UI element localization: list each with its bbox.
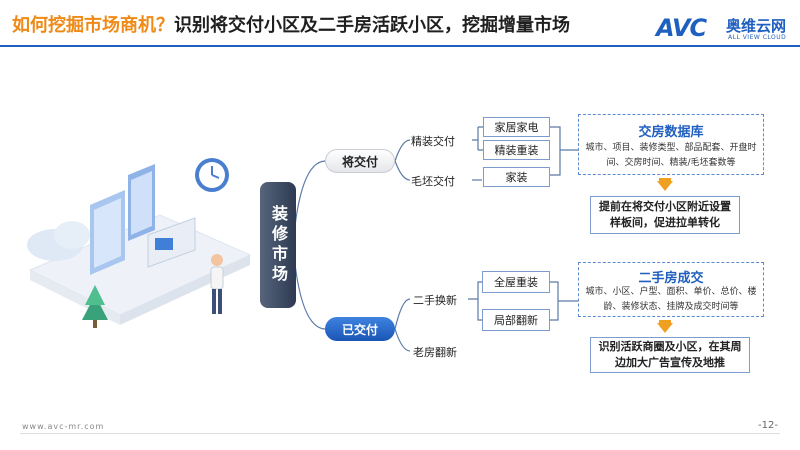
logo-english-name: ALL VIEW CLOUD <box>728 34 787 41</box>
sub-label: 毛坯交付 <box>411 175 455 188</box>
person-icon <box>210 254 224 314</box>
tree-icon <box>82 285 108 328</box>
tablet-icon <box>90 190 125 275</box>
phone-icon <box>128 164 155 241</box>
database-panel: 二手房成交 城市、小区、户型、面积、单价、总价、楼龄、装修状态、挂牌及成交时间等 <box>578 262 764 317</box>
logo-mark: AVC <box>656 14 707 42</box>
database-title: 交房数据库 <box>638 125 704 140</box>
database-title: 二手房成交 <box>638 271 704 286</box>
database-fields: 城市、项目、装修类型、部品配套、开盘时间、交房时间、精装/毛坯套数等 <box>585 143 757 168</box>
title-highlight: 如何挖掘市场商机？ <box>12 15 174 36</box>
sub-label: 二手换新 <box>413 294 457 307</box>
sub-label: 精装交付 <box>411 135 455 148</box>
database-fields: 城市、小区、户型、面积、单价、总价、楼龄、装修状态、挂牌及成交时间等 <box>585 287 757 312</box>
leaf-item: 精装重装 <box>483 140 550 160</box>
action-box: 提前在将交付小区附近设置样板间，促进拉单转化 <box>590 196 740 234</box>
leaf-item: 家装 <box>483 167 550 187</box>
page-title: 如何挖掘市场商机？识别将交付小区及二手房活跃小区，挖掘增量市场 <box>12 11 570 37</box>
connector-root-to-delivered <box>292 244 326 330</box>
branch-node-pending: 将交付 <box>325 149 395 173</box>
logo-chinese-name: 奥维云网 <box>726 17 787 35</box>
footer-url: www.avc-mr.com <box>22 422 105 431</box>
page-number: -12- <box>758 420 778 431</box>
footer-divider <box>20 433 780 434</box>
clock-icon <box>195 158 229 192</box>
arrow-down-icon <box>657 181 673 191</box>
root-node: 装修市场 <box>260 182 296 308</box>
connector-root-to-pending <box>292 160 326 246</box>
arrow-down-icon <box>657 323 673 333</box>
database-panel: 交房数据库 城市、项目、装修类型、部品配套、开盘时间、交房时间、精装/毛坯套数等 <box>578 114 764 175</box>
leaf-item: 全屋重装 <box>482 271 550 293</box>
leaf-item: 局部翻新 <box>482 309 550 331</box>
brand-logo: AVC 奥维云网 ALL VIEW CLOUD <box>656 14 796 44</box>
card-icon <box>147 217 196 268</box>
title-divider <box>0 45 800 47</box>
action-box: 识别活跃商圈及小区，在其周边加大广告宣传及地推 <box>590 337 750 373</box>
branch-node-delivered: 已交付 <box>325 317 395 341</box>
title-rest: 识别将交付小区及二手房活跃小区，挖掘增量市场 <box>174 15 570 36</box>
isometric-office-illustration <box>27 158 252 328</box>
leaf-item: 家居家电 <box>483 117 550 137</box>
sub-label: 老房翻新 <box>413 346 457 359</box>
